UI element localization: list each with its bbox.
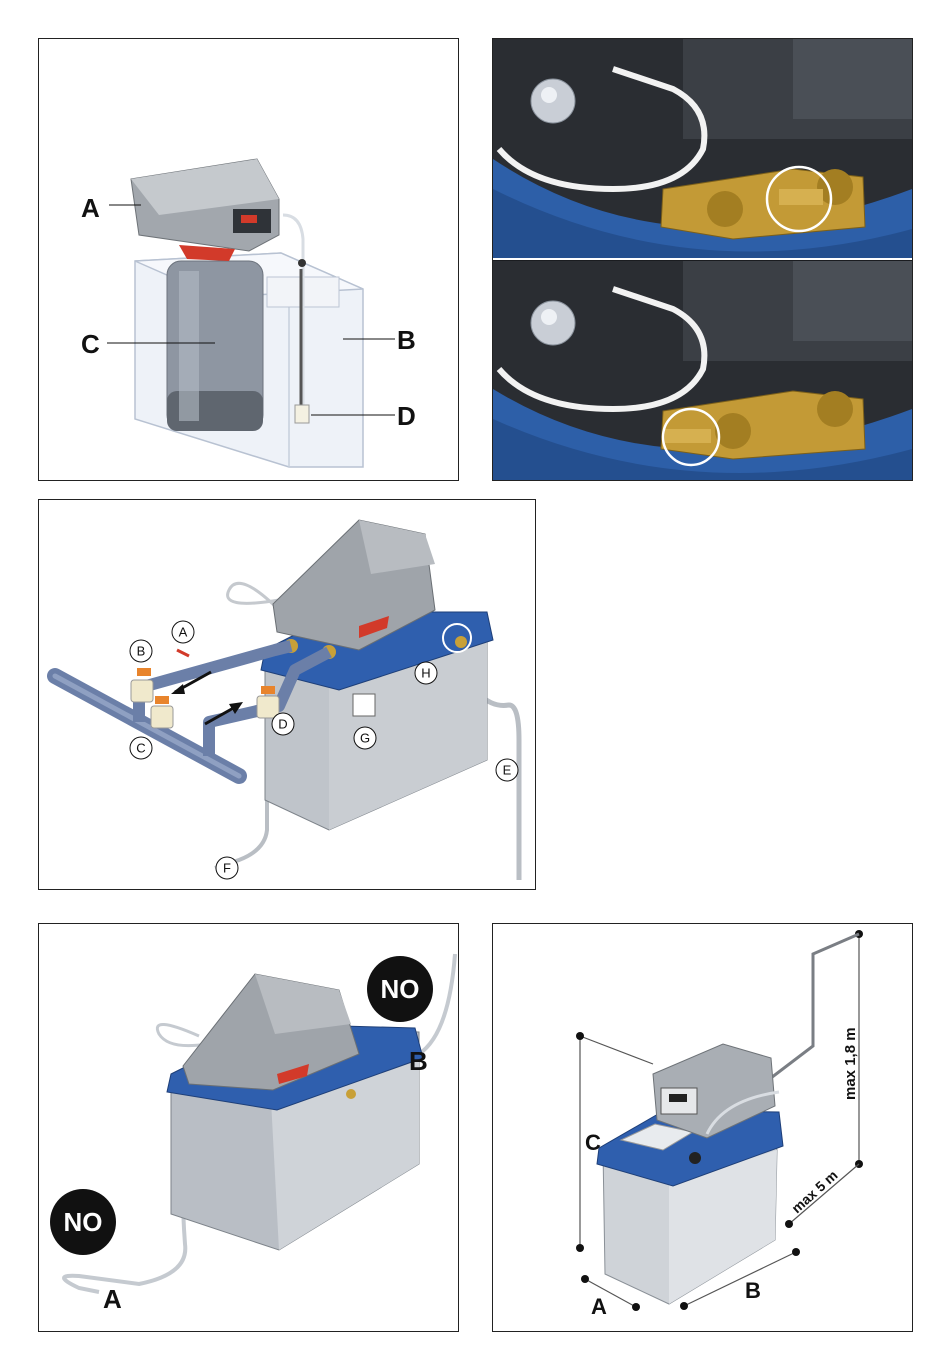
label-b: B <box>745 1278 761 1303</box>
incorrect-hose-routing-illustration: NO NO A B <box>39 924 458 1331</box>
svg-text:D: D <box>278 717 287 732</box>
panel-valve-closeups <box>492 38 913 481</box>
valve-closeup-top <box>493 39 912 259</box>
svg-text:C: C <box>136 741 145 756</box>
svg-text:F: F <box>223 861 231 876</box>
label-c: C <box>81 329 100 359</box>
label-c: C <box>585 1130 601 1155</box>
dimension-length: max 5 m <box>788 1167 840 1216</box>
no-badge-bottom: NO <box>50 1189 116 1255</box>
callout-f: F <box>216 857 238 879</box>
callout-a: A <box>172 621 194 643</box>
label-a: A <box>81 193 100 223</box>
plumbing-connection-illustration: A B C D G H E F <box>39 500 535 889</box>
callout-g: G <box>354 727 376 749</box>
valve-closeup-bottom <box>493 261 912 480</box>
dimension-height: max 1,8 m <box>842 1027 859 1100</box>
panel-installation-dimensions: C A B max 1,8 m max 5 m <box>492 923 913 1332</box>
label-a: A <box>591 1294 607 1319</box>
svg-text:B: B <box>137 644 146 659</box>
callout-b: B <box>130 640 152 662</box>
callout-e: E <box>496 759 518 781</box>
svg-text:H: H <box>421 666 430 681</box>
svg-text:E: E <box>503 763 512 778</box>
installation-dimensions-illustration: C A B max 1,8 m max 5 m <box>493 924 912 1331</box>
label-b: B <box>397 325 416 355</box>
no-badge-top: NO <box>367 956 433 1022</box>
panel-plumbing-connection: A B C D G H E F <box>38 499 536 890</box>
callout-h: H <box>415 662 437 684</box>
label-d: D <box>397 401 416 431</box>
panel-softener-components: A C B D <box>38 38 459 481</box>
valve-closeup-photos <box>493 39 912 480</box>
svg-text:NO: NO <box>64 1207 103 1237</box>
svg-text:A: A <box>179 625 188 640</box>
callout-d: D <box>272 713 294 735</box>
panel-incorrect-hose-routing: NO NO A B <box>38 923 459 1332</box>
svg-text:G: G <box>360 731 370 746</box>
label-b: B <box>409 1046 428 1076</box>
svg-text:NO: NO <box>381 974 420 1004</box>
softener-components-illustration: A C B D <box>39 39 458 480</box>
callout-c: C <box>130 737 152 759</box>
label-a: A <box>103 1284 122 1314</box>
